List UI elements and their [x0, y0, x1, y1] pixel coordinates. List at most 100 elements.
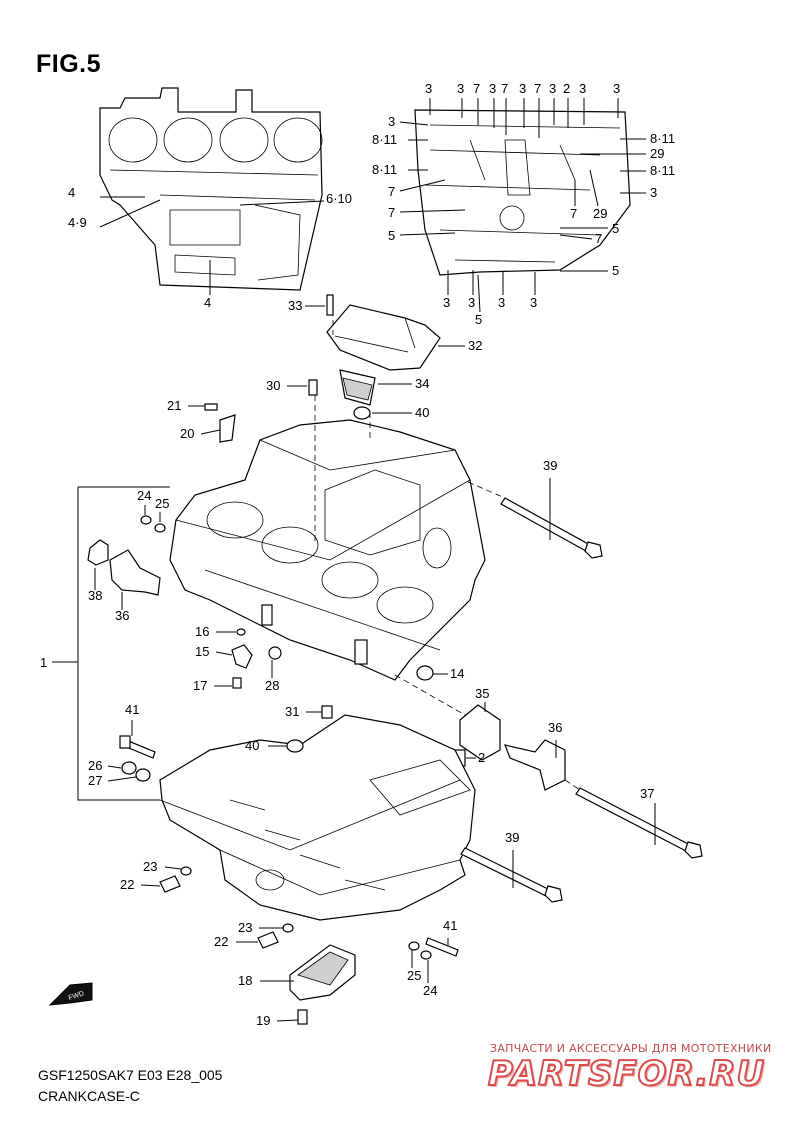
upper-crankcase-inset — [99, 87, 323, 291]
callout-1-label: 1 — [40, 655, 47, 670]
watermark-logo: PARTSFOR.RU — [487, 1053, 766, 1095]
callout-39-label: 39 — [505, 830, 519, 845]
callout-14-label: 14 — [450, 666, 464, 681]
callout-3-label: 3 — [489, 81, 496, 96]
callout-33-label: 33 — [288, 298, 302, 313]
callout-3-label: 3 — [443, 295, 450, 310]
callout-7-label: 7 — [570, 206, 577, 221]
callout-7-label: 7 — [388, 184, 395, 199]
lower-crankcase — [159, 714, 476, 921]
callout-leader-line — [399, 121, 429, 126]
callout-4-label: 4 — [204, 295, 211, 310]
callout-17-label: 17 — [193, 678, 207, 693]
lower-crankcase-inset — [414, 109, 631, 276]
callout-7-label: 7 — [388, 205, 395, 220]
callout-15-label: 15 — [195, 644, 209, 659]
callout-39-label: 39 — [543, 458, 557, 473]
callout-26-label: 26 — [88, 758, 102, 773]
callout-8-11-label: 8·11 — [650, 131, 675, 146]
callout-29-label: 29 — [650, 146, 664, 161]
callout-18-label: 18 — [238, 973, 252, 988]
callout-27-label: 27 — [88, 773, 102, 788]
callout-8-11-label: 8·11 — [650, 163, 675, 178]
callout-3-label: 3 — [530, 295, 537, 310]
callout-leader-line — [107, 776, 137, 782]
callout-25-label: 25 — [155, 496, 169, 511]
callout-leader-line — [399, 179, 446, 192]
callout-1-bracket — [52, 486, 170, 801]
model-code: GSF1250SAK7 E03 E28_005 — [38, 1067, 223, 1083]
fwd-arrow-icon: FWD — [48, 982, 93, 1006]
callout-22-label: 22 — [214, 934, 228, 949]
callout-leader-line — [164, 866, 182, 870]
section-name: CRANKCASE-C — [38, 1088, 140, 1104]
oil-strainer-group — [204, 294, 441, 443]
callout-40-label: 40 — [245, 738, 259, 753]
callout-leader-line — [399, 232, 456, 236]
callout-38-label: 38 — [88, 588, 102, 603]
callout-3-label: 3 — [425, 81, 432, 96]
watermark-tagline: ЗАПЧАСТИ И АКСЕССУАРЫ ДЛЯ МОТОТЕХНИКИ — [490, 1042, 772, 1055]
callout-41-label: 41 — [125, 702, 139, 717]
callout-3-label: 3 — [549, 81, 556, 96]
callout-3-label: 3 — [457, 81, 464, 96]
callout-24-label: 24 — [137, 488, 151, 503]
callout-22-label: 22 — [120, 877, 134, 892]
callout-5-label: 5 — [612, 263, 619, 278]
middle-right-parts — [394, 674, 703, 859]
callout-7-label: 7 — [501, 81, 508, 96]
callout-3-label: 3 — [519, 81, 526, 96]
callout-41-label: 41 — [443, 918, 457, 933]
callout-34-label: 34 — [415, 376, 429, 391]
callout-3-label: 3 — [579, 81, 586, 96]
callout-3-label: 3 — [388, 114, 395, 129]
callout-16-label: 16 — [195, 624, 209, 639]
left-small-parts — [87, 515, 434, 689]
callout-leader-line — [477, 274, 481, 313]
callout-3-label: 3 — [468, 295, 475, 310]
figure-title: FIG.5 — [36, 50, 102, 78]
callout-5-label: 5 — [388, 228, 395, 243]
callout-5-label: 5 — [612, 221, 619, 236]
callout-4-9-label: 4·9 — [68, 215, 87, 230]
callout-36-label: 36 — [548, 720, 562, 735]
callout-leader-line — [559, 234, 593, 240]
callout-35-label: 35 — [475, 686, 489, 701]
callout-7-label: 7 — [595, 231, 602, 246]
callout-37-label: 37 — [640, 786, 654, 801]
bolt-39-upper — [500, 497, 603, 559]
lower-small-parts — [119, 705, 563, 1025]
callout-4-label: 4 — [68, 185, 75, 200]
callout-23-label: 23 — [143, 859, 157, 874]
callout-7-label: 7 — [534, 81, 541, 96]
callout-8-11-label: 8·11 — [372, 162, 397, 177]
callout-5-label: 5 — [475, 312, 482, 327]
callout-3-label: 3 — [650, 185, 657, 200]
callout-7-label: 7 — [473, 81, 480, 96]
callout-2-label: 2 — [478, 750, 485, 765]
callout-24-label: 24 — [423, 983, 437, 998]
callout-leader-line — [239, 200, 325, 206]
callout-23-label: 23 — [238, 920, 252, 935]
callout-3-label: 3 — [498, 295, 505, 310]
callout-leader-line — [276, 1019, 299, 1022]
callout-leader-line — [589, 169, 599, 207]
callout-3-label: 3 — [613, 81, 620, 96]
callout-36-label: 36 — [115, 608, 129, 623]
leader-lines — [94, 98, 656, 1022]
callout-leader-line — [140, 884, 161, 887]
callout-leader-line — [215, 651, 233, 656]
callout-32-label: 32 — [468, 338, 482, 353]
callout-28-label: 28 — [265, 678, 279, 693]
callout-leader-line — [200, 429, 221, 435]
callout-19-label: 19 — [256, 1013, 270, 1028]
callout-20-label: 20 — [180, 426, 194, 441]
callout-40-label: 40 — [415, 405, 429, 420]
callout-21-label: 21 — [167, 398, 181, 413]
callout-29-label: 29 — [593, 206, 607, 221]
callout-2-label: 2 — [563, 81, 570, 96]
callout-leader-line — [99, 199, 161, 228]
